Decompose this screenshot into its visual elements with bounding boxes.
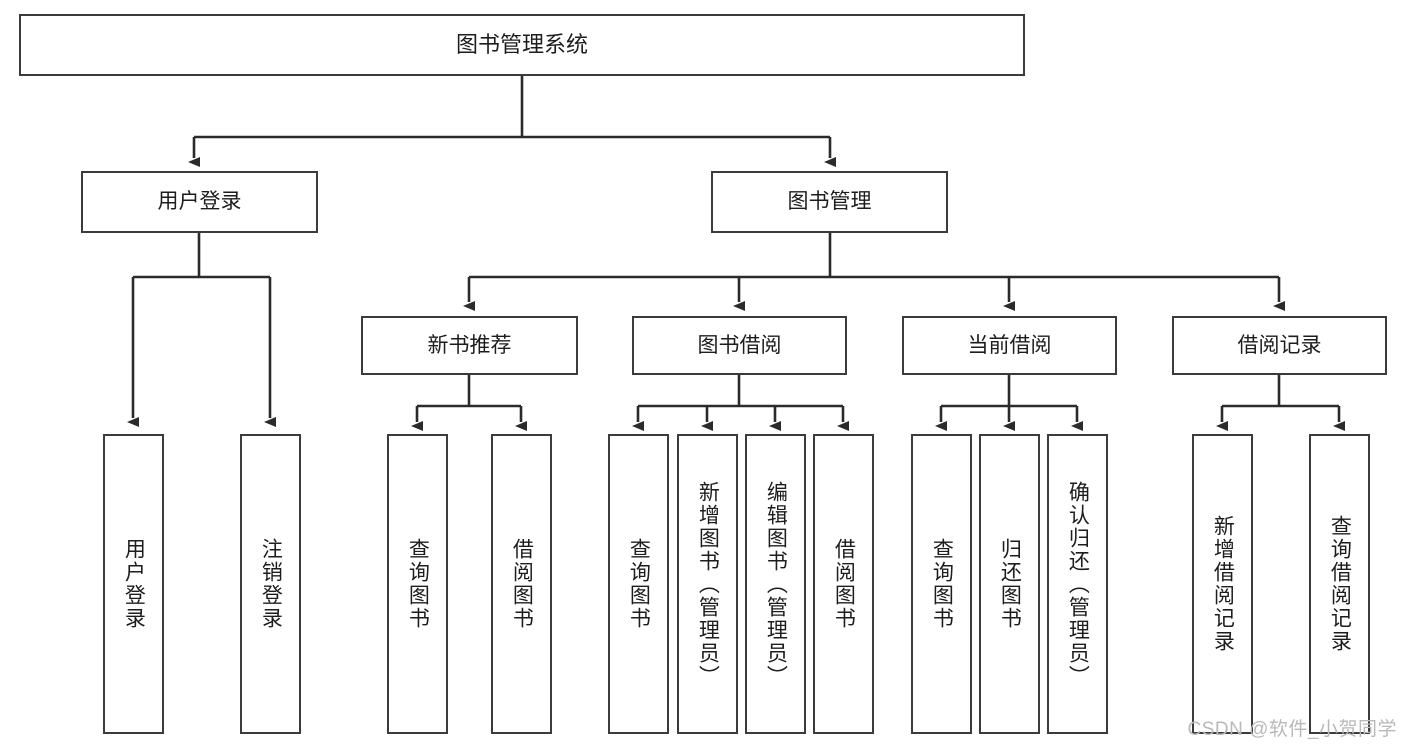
node-label: 图书管理系统	[455, 31, 588, 57]
leaf-add-book[interactable]: 新增图书（管理员）	[677, 434, 738, 734]
node-book-manage[interactable]: 图书管理	[711, 171, 948, 233]
node-label: 借阅记录	[1237, 333, 1322, 357]
node-label: 用户登录	[122, 538, 146, 630]
node-label: 查询借阅记录	[1328, 515, 1352, 653]
leaf-user-login[interactable]: 用户登录	[103, 434, 164, 734]
node-label: 查询图书	[627, 538, 651, 630]
node-root-book-management-system[interactable]: 图书管理系统	[19, 14, 1025, 76]
node-label: 确认归还（管理员）	[1066, 480, 1090, 688]
leaf-logout-login[interactable]: 注销登录	[240, 434, 301, 734]
node-current-borrow[interactable]: 当前借阅	[902, 316, 1117, 375]
leaf-query-book-2[interactable]: 查询图书	[608, 434, 669, 734]
node-label: 图书借阅	[697, 333, 782, 357]
node-label: 归还图书	[998, 538, 1022, 630]
node-label: 借阅图书	[832, 538, 856, 630]
node-label: 图书管理	[787, 190, 872, 214]
node-label: 注销登录	[259, 538, 283, 630]
leaf-borrow-book-1[interactable]: 借阅图书	[491, 434, 552, 734]
node-new-book-recommend[interactable]: 新书推荐	[361, 316, 578, 375]
node-label: 新书推荐	[427, 333, 512, 357]
leaf-borrow-book-2[interactable]: 借阅图书	[813, 434, 874, 734]
leaf-edit-book[interactable]: 编辑图书（管理员）	[745, 434, 806, 734]
leaf-query-book-1[interactable]: 查询图书	[387, 434, 448, 734]
leaf-add-borrow-record[interactable]: 新增借阅记录	[1192, 434, 1253, 734]
node-label: 新增借阅记录	[1211, 515, 1235, 653]
node-borrow-record[interactable]: 借阅记录	[1172, 316, 1387, 375]
node-label: 查询图书	[406, 538, 430, 630]
node-label: 用户登录	[157, 190, 242, 214]
node-label: 编辑图书（管理员）	[764, 480, 788, 688]
leaf-return-book[interactable]: 归还图书	[979, 434, 1040, 734]
watermark-text: CSDN @软件_小贺同学	[1187, 719, 1397, 740]
node-label: 查询图书	[930, 538, 954, 630]
node-label: 当前借阅	[967, 333, 1052, 357]
node-label: 借阅图书	[510, 538, 534, 630]
node-label: 新增图书（管理员）	[696, 480, 720, 688]
node-user-login[interactable]: 用户登录	[81, 171, 318, 233]
leaf-query-book-3[interactable]: 查询图书	[911, 434, 972, 734]
leaf-query-borrow-record[interactable]: 查询借阅记录	[1309, 434, 1370, 734]
node-book-borrow[interactable]: 图书借阅	[632, 316, 847, 375]
leaf-confirm-return[interactable]: 确认归还（管理员）	[1047, 434, 1108, 734]
